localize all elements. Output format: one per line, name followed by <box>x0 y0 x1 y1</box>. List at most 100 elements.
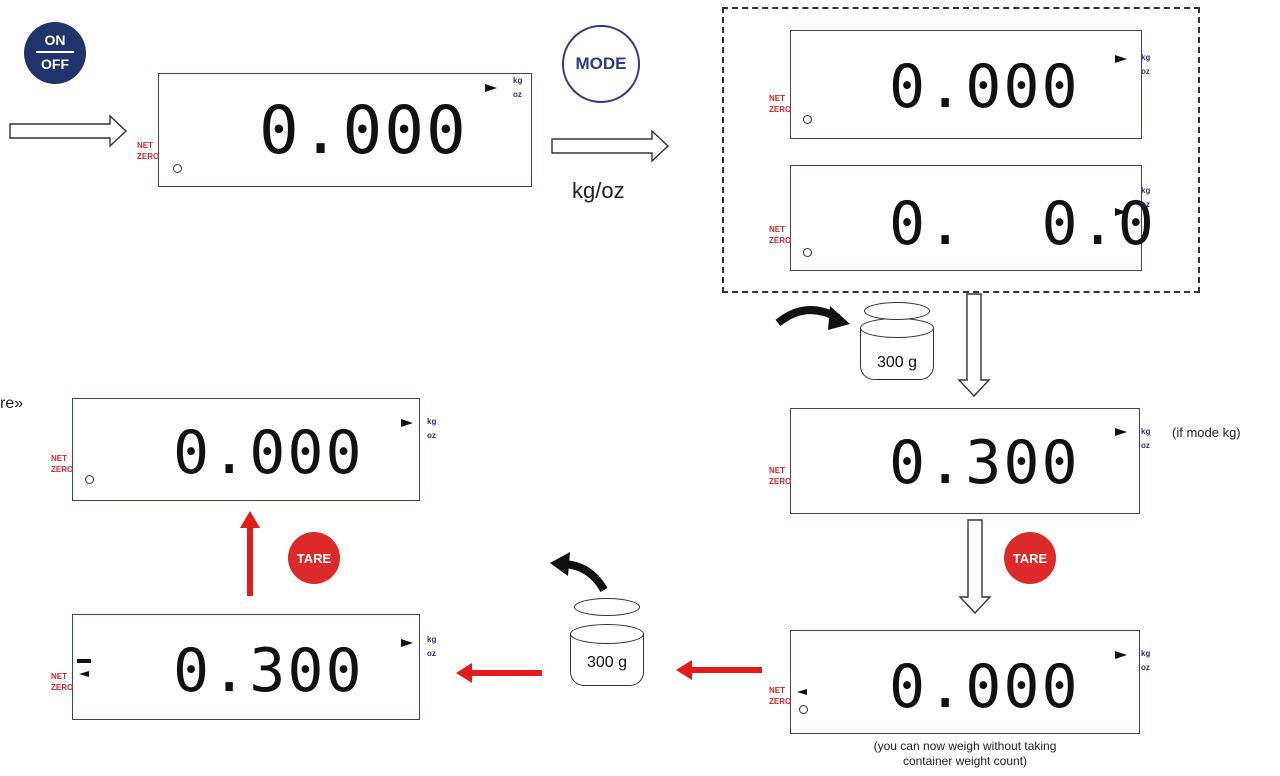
net-label: NET <box>51 454 67 463</box>
kg-label: kg <box>1141 649 1151 658</box>
curved-arrow-remove-icon <box>550 552 608 593</box>
kg-label: kg <box>1141 53 1151 62</box>
oz-label: oz <box>513 90 522 99</box>
unit-pointer-icon <box>485 84 497 92</box>
red-arrow-left-icon <box>456 663 542 683</box>
hollow-arrow-down-icon <box>957 293 991 398</box>
net-zero-indicator: NET ZERO <box>51 671 73 693</box>
display-initial: NET ZERO 0.000 kg oz <box>137 73 532 187</box>
zero-circle-icon <box>799 705 808 714</box>
container-rim <box>570 624 644 644</box>
hollow-arrow-right-icon <box>9 114 128 148</box>
kg-label: kg <box>513 76 523 85</box>
tare-button[interactable]: TARE <box>288 532 340 584</box>
unit-labels: kg oz <box>1141 647 1150 675</box>
kg-label: kg <box>1141 427 1151 436</box>
display-value: 0. 0.0 <box>889 189 1156 259</box>
unit-labels: kg oz <box>1141 184 1150 212</box>
on-off-button[interactable]: ON OFF <box>24 22 86 84</box>
kg-oz-label: kg/oz <box>572 178 625 203</box>
net-zero-indicator: NET ZERO <box>51 453 73 475</box>
zero-label: ZERO <box>769 697 792 706</box>
net-label: NET <box>137 141 153 150</box>
net-zero-indicator: NET ZERO <box>769 93 791 115</box>
container-lid <box>864 302 930 320</box>
zero-label: ZERO <box>51 683 74 692</box>
oz-label: oz <box>1141 441 1150 450</box>
unit-labels: kg oz <box>1141 51 1150 79</box>
display-value: 0.000 <box>889 652 1080 722</box>
unit-labels: kg oz <box>427 415 436 443</box>
zero-circle-icon <box>803 115 812 124</box>
display-mode-oz: NET ZERO 0. 0.0 kg oz <box>769 165 1154 271</box>
oz-label: oz <box>427 431 436 440</box>
unit-labels: kg oz <box>513 74 522 102</box>
red-arrow-left-icon <box>676 660 762 680</box>
note-text: (you can now weigh without taking contai… <box>790 739 1140 769</box>
container-lid <box>574 598 640 616</box>
unit-pointer-icon <box>1115 55 1127 63</box>
mode-label: MODE <box>575 54 627 73</box>
note-line-1: (you can now weigh without taking <box>873 739 1057 753</box>
display-net-removed: NET ZERO 0.300 kg oz <box>51 614 436 720</box>
tare-button[interactable]: TARE <box>1004 532 1056 584</box>
oz-label: oz <box>1141 663 1150 672</box>
display-reset-zero: NET ZERO 0.000 kg oz <box>51 398 436 501</box>
tare-label: TARE <box>1012 550 1048 566</box>
cut-off-text: re» <box>0 395 24 412</box>
kg-label: kg <box>427 417 437 426</box>
kg-label: kg <box>1141 186 1151 195</box>
if-mode-kg-label: (if mode kg) <box>1172 425 1241 440</box>
note-line-2: container weight count) <box>902 754 1028 768</box>
net-label: NET <box>769 686 785 695</box>
oz-label: oz <box>1141 200 1150 209</box>
negative-bar-icon <box>77 659 91 663</box>
hollow-arrow-down-icon <box>958 519 992 615</box>
zero-label: ZERO <box>769 105 792 114</box>
mode-options-box <box>722 7 1200 293</box>
net-label: NET <box>769 94 785 103</box>
container-weight-icon: 300 g <box>860 302 934 382</box>
kg-label: kg <box>427 635 437 644</box>
divider-line <box>36 51 74 53</box>
unit-pointer-icon <box>1115 651 1127 659</box>
display-value: 0.000 <box>259 92 468 169</box>
zero-label: ZERO <box>769 236 792 245</box>
unit-labels: kg oz <box>1141 425 1150 453</box>
unit-pointer-icon <box>1115 428 1127 436</box>
weight-label: 300 g <box>876 354 918 371</box>
hollow-arrow-right-icon <box>551 129 670 163</box>
net-label: NET <box>769 225 785 234</box>
display-after-tare: NET ZERO 0.000 kg oz <box>769 630 1150 734</box>
display-value: 0.300 <box>173 636 364 706</box>
zero-circle-icon <box>85 475 94 484</box>
net-zero-indicator: NET ZERO <box>769 685 791 707</box>
off-label: OFF <box>41 56 69 72</box>
zero-label: ZERO <box>769 477 792 486</box>
unit-pointer-icon <box>401 639 413 647</box>
unit-labels: kg oz <box>427 633 436 661</box>
display-value: 0.000 <box>173 418 364 488</box>
net-pointer-icon <box>79 671 89 677</box>
mode-button[interactable]: MODE <box>562 25 640 103</box>
display-with-container: NET ZERO 0.300 kg oz <box>769 408 1150 514</box>
weight-label: 300 g <box>586 654 628 671</box>
on-label: ON <box>44 32 66 48</box>
display-value: 0.300 <box>889 428 1080 498</box>
unit-pointer-icon <box>1115 208 1127 216</box>
zero-circle-icon <box>803 248 812 257</box>
oz-label: oz <box>1141 67 1150 76</box>
container-weight-icon: 300 g <box>570 598 644 688</box>
net-pointer-icon <box>797 689 807 695</box>
net-zero-indicator: NET ZERO <box>769 465 791 487</box>
net-label: NET <box>769 466 785 475</box>
zero-circle-icon <box>173 164 182 173</box>
display-value: 0.000 <box>889 52 1080 122</box>
zero-label: ZERO <box>51 465 74 474</box>
tare-label: TARE <box>296 550 332 566</box>
red-arrow-up-icon <box>240 511 260 596</box>
unit-pointer-icon <box>401 419 413 427</box>
container-body <box>570 634 644 686</box>
net-zero-indicator: NET ZERO <box>769 224 791 246</box>
